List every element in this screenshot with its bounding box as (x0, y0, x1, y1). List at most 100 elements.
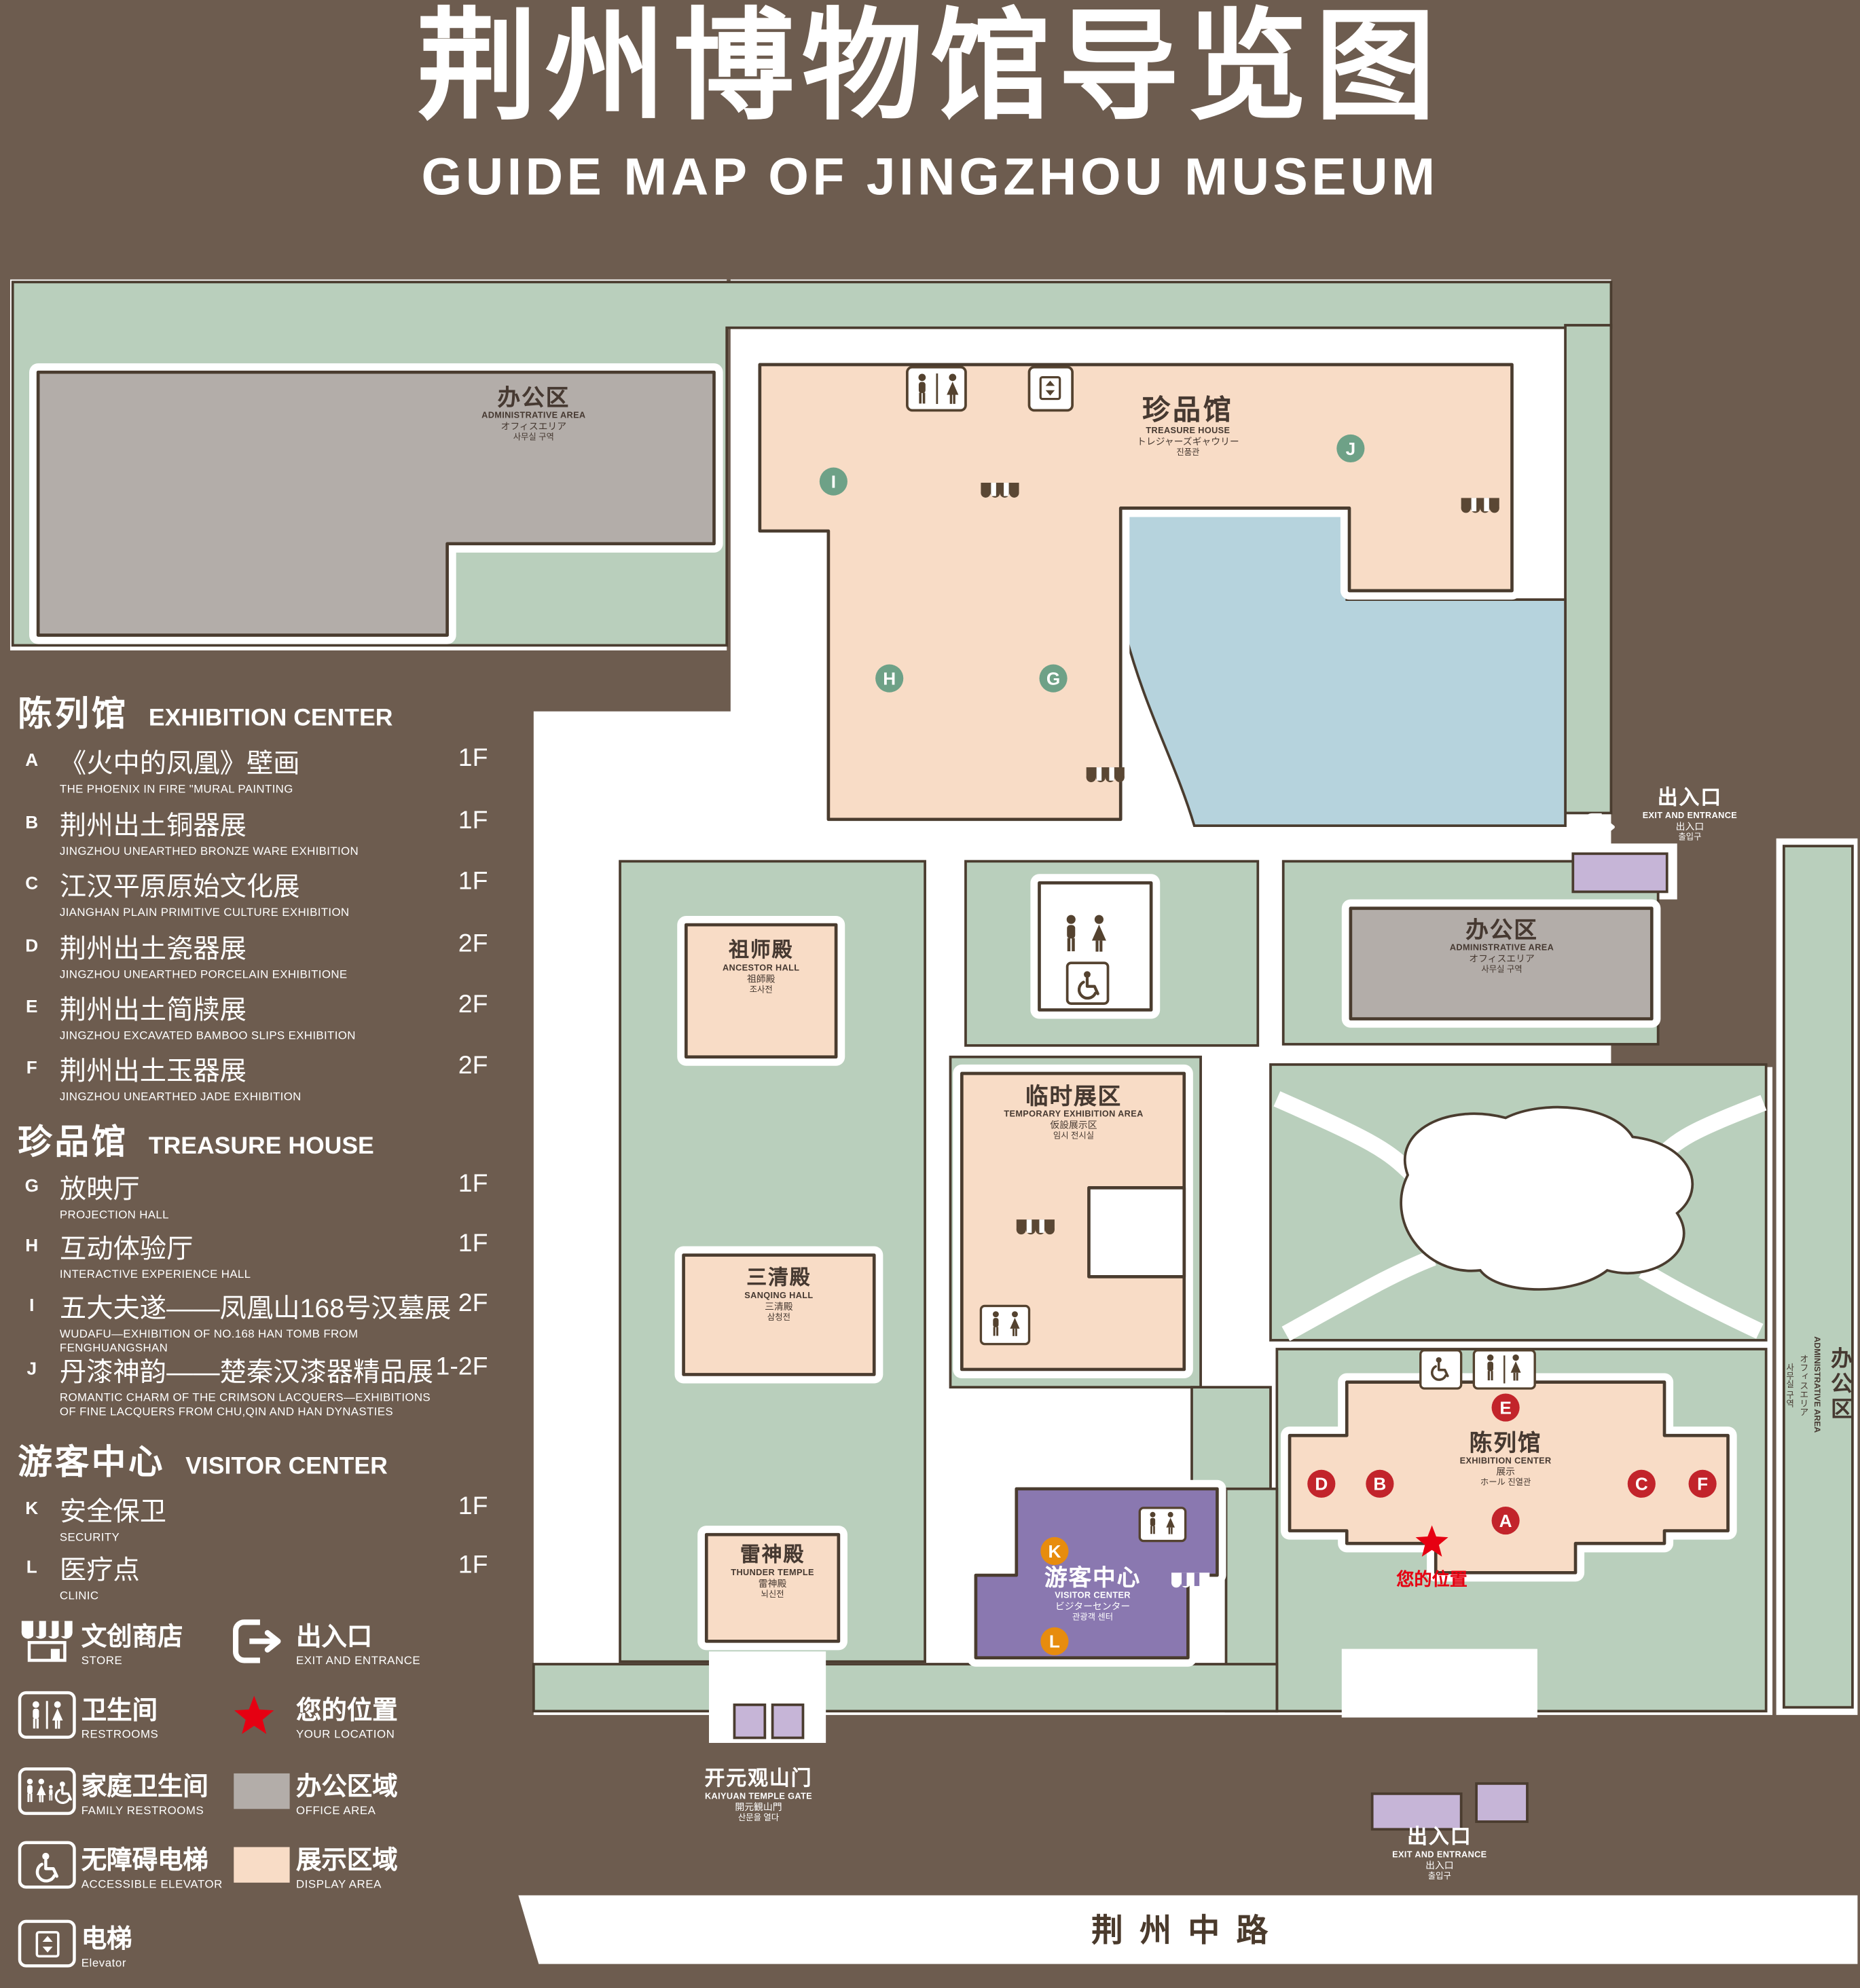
legend-marker-k: K (25, 1497, 39, 1518)
central-restroom-icon (1065, 915, 1110, 1005)
gate-openings (709, 1649, 1537, 1744)
location-star-icon (232, 1694, 296, 1736)
thunder-temple-building (704, 1532, 841, 1643)
visitor-item-l: L 医疗点 CLINIC 1F (18, 1550, 493, 1604)
admin-building-right (1349, 906, 1654, 1020)
entrance-pads (733, 852, 1668, 1831)
legend-marker-l: L (26, 1556, 37, 1577)
map-marker-e: E (1491, 1393, 1520, 1422)
exhibition-restroom-icon (1472, 1349, 1536, 1390)
your-location-text: 您的位置 (1396, 1568, 1468, 1589)
legend-marker-h: H (25, 1234, 39, 1255)
poster-title-zh: 荆州博物馆导览图 (416, 0, 1444, 135)
exhibit-item-d: D 荆州出土瓷器展 JINGZHOU UNEARTHED PORCELAIN E… (18, 929, 493, 982)
exit-icon (232, 1619, 296, 1664)
store-icon (1171, 1572, 1210, 1588)
exhibition-accessible-elevator-icon (1419, 1349, 1463, 1390)
map-marker-k: K (1040, 1536, 1069, 1566)
accessible-elevator-icon (18, 1841, 81, 1889)
road-label: 荆州中路 (1091, 1913, 1285, 1949)
map-marker-c: C (1627, 1469, 1656, 1498)
legend-marker-g: G (24, 1175, 39, 1196)
map-marker-d: D (1307, 1469, 1336, 1498)
map-marker-f: F (1688, 1469, 1717, 1498)
exhibition-center-building (1288, 1380, 1730, 1575)
map-marker-b: B (1366, 1469, 1394, 1498)
map-marker-g: G (1039, 664, 1068, 693)
legend-marker-c: C (25, 872, 39, 894)
map-marker-h: H (875, 664, 904, 693)
exhibit-item-a: A 《火中的凤凰》壁画 THE PHOENIX IN FIRE "MURAL P… (18, 743, 493, 797)
store-icon (981, 482, 1019, 498)
treasure-item-h: H 互动体验厅 INTERACTIVE EXPERIENCE HALL 1F (18, 1228, 493, 1282)
map-marker-a: A (1491, 1507, 1520, 1535)
legend-marker-d: D (25, 935, 39, 955)
visitor-restroom-icon (1138, 1507, 1187, 1543)
your-location: 您的位置 (1387, 1524, 1476, 1591)
store-icon (1016, 1219, 1055, 1235)
legend-marker-e: E (26, 995, 38, 1016)
temporary-exhibition-courtyard (1087, 1186, 1186, 1278)
location-star-icon (1415, 1525, 1448, 1557)
treasure-house-building (758, 363, 1514, 822)
exhibit-item-f: F 荆州出土玉器展 JINGZHOU UNEARTHED JADE EXHIBI… (18, 1050, 493, 1104)
ancestor-hall-building (685, 923, 838, 1059)
store-icon (1461, 498, 1499, 513)
legend-marker-a: A (25, 749, 39, 770)
exhibit-item-b: B 荆州出土铜器展 JINGZHOU UNEARTHED BRONZE WARE… (18, 805, 493, 859)
visitor-item-k: K 安全保卫 SECURITY 1F (18, 1492, 493, 1545)
poster-title-en: GUIDE MAP OF JINGZHOU MUSEUM (421, 147, 1439, 206)
map-marker-l: L (1040, 1627, 1069, 1655)
elevator-icon (18, 1919, 81, 1968)
store-icon (18, 1619, 81, 1664)
family-restroom-icon (18, 1767, 81, 1816)
admin-building-topleft (36, 370, 716, 637)
exhibit-item-e: E 荆州出土简牍展 JINGZHOU EXCAVATED BAMBOO SLIP… (18, 990, 493, 1044)
legend-marker-b: B (25, 811, 39, 832)
display-area-swatch (232, 1846, 296, 1884)
treasure-item-g: G 放映厅 PROJECTION HALL 1F (18, 1168, 493, 1222)
treasure-item-i: I 五大夫遂——凤凰山168号汉墓展 WUDAFU—EXHIBITION OF … (18, 1288, 493, 1356)
office-area-swatch (232, 1772, 296, 1810)
map-marker-i: I (819, 467, 847, 496)
legend-marker-i: I (29, 1294, 35, 1315)
garden-pond-path (1400, 1105, 1694, 1291)
legend-marker-f: F (26, 1056, 37, 1078)
temporary-restroom-icon (979, 1304, 1031, 1346)
exhibit-item-c: C 江汉平原原始文化展 JIANGHAN PLAIN PRIMITIVE CUL… (18, 866, 493, 920)
restroom-icon (18, 1691, 81, 1739)
water-area (1124, 511, 1567, 828)
store-icon (1086, 767, 1125, 783)
treasure-elevator-icon (1027, 365, 1074, 412)
legend-marker-j: J (26, 1358, 37, 1379)
treasure-restroom-icon (906, 365, 967, 412)
treasure-item-j: J 丹漆神韵——楚秦汉漆器精品展 ROMANTIC CHARM OF THE C… (18, 1352, 493, 1420)
map-marker-j: J (1336, 434, 1365, 463)
